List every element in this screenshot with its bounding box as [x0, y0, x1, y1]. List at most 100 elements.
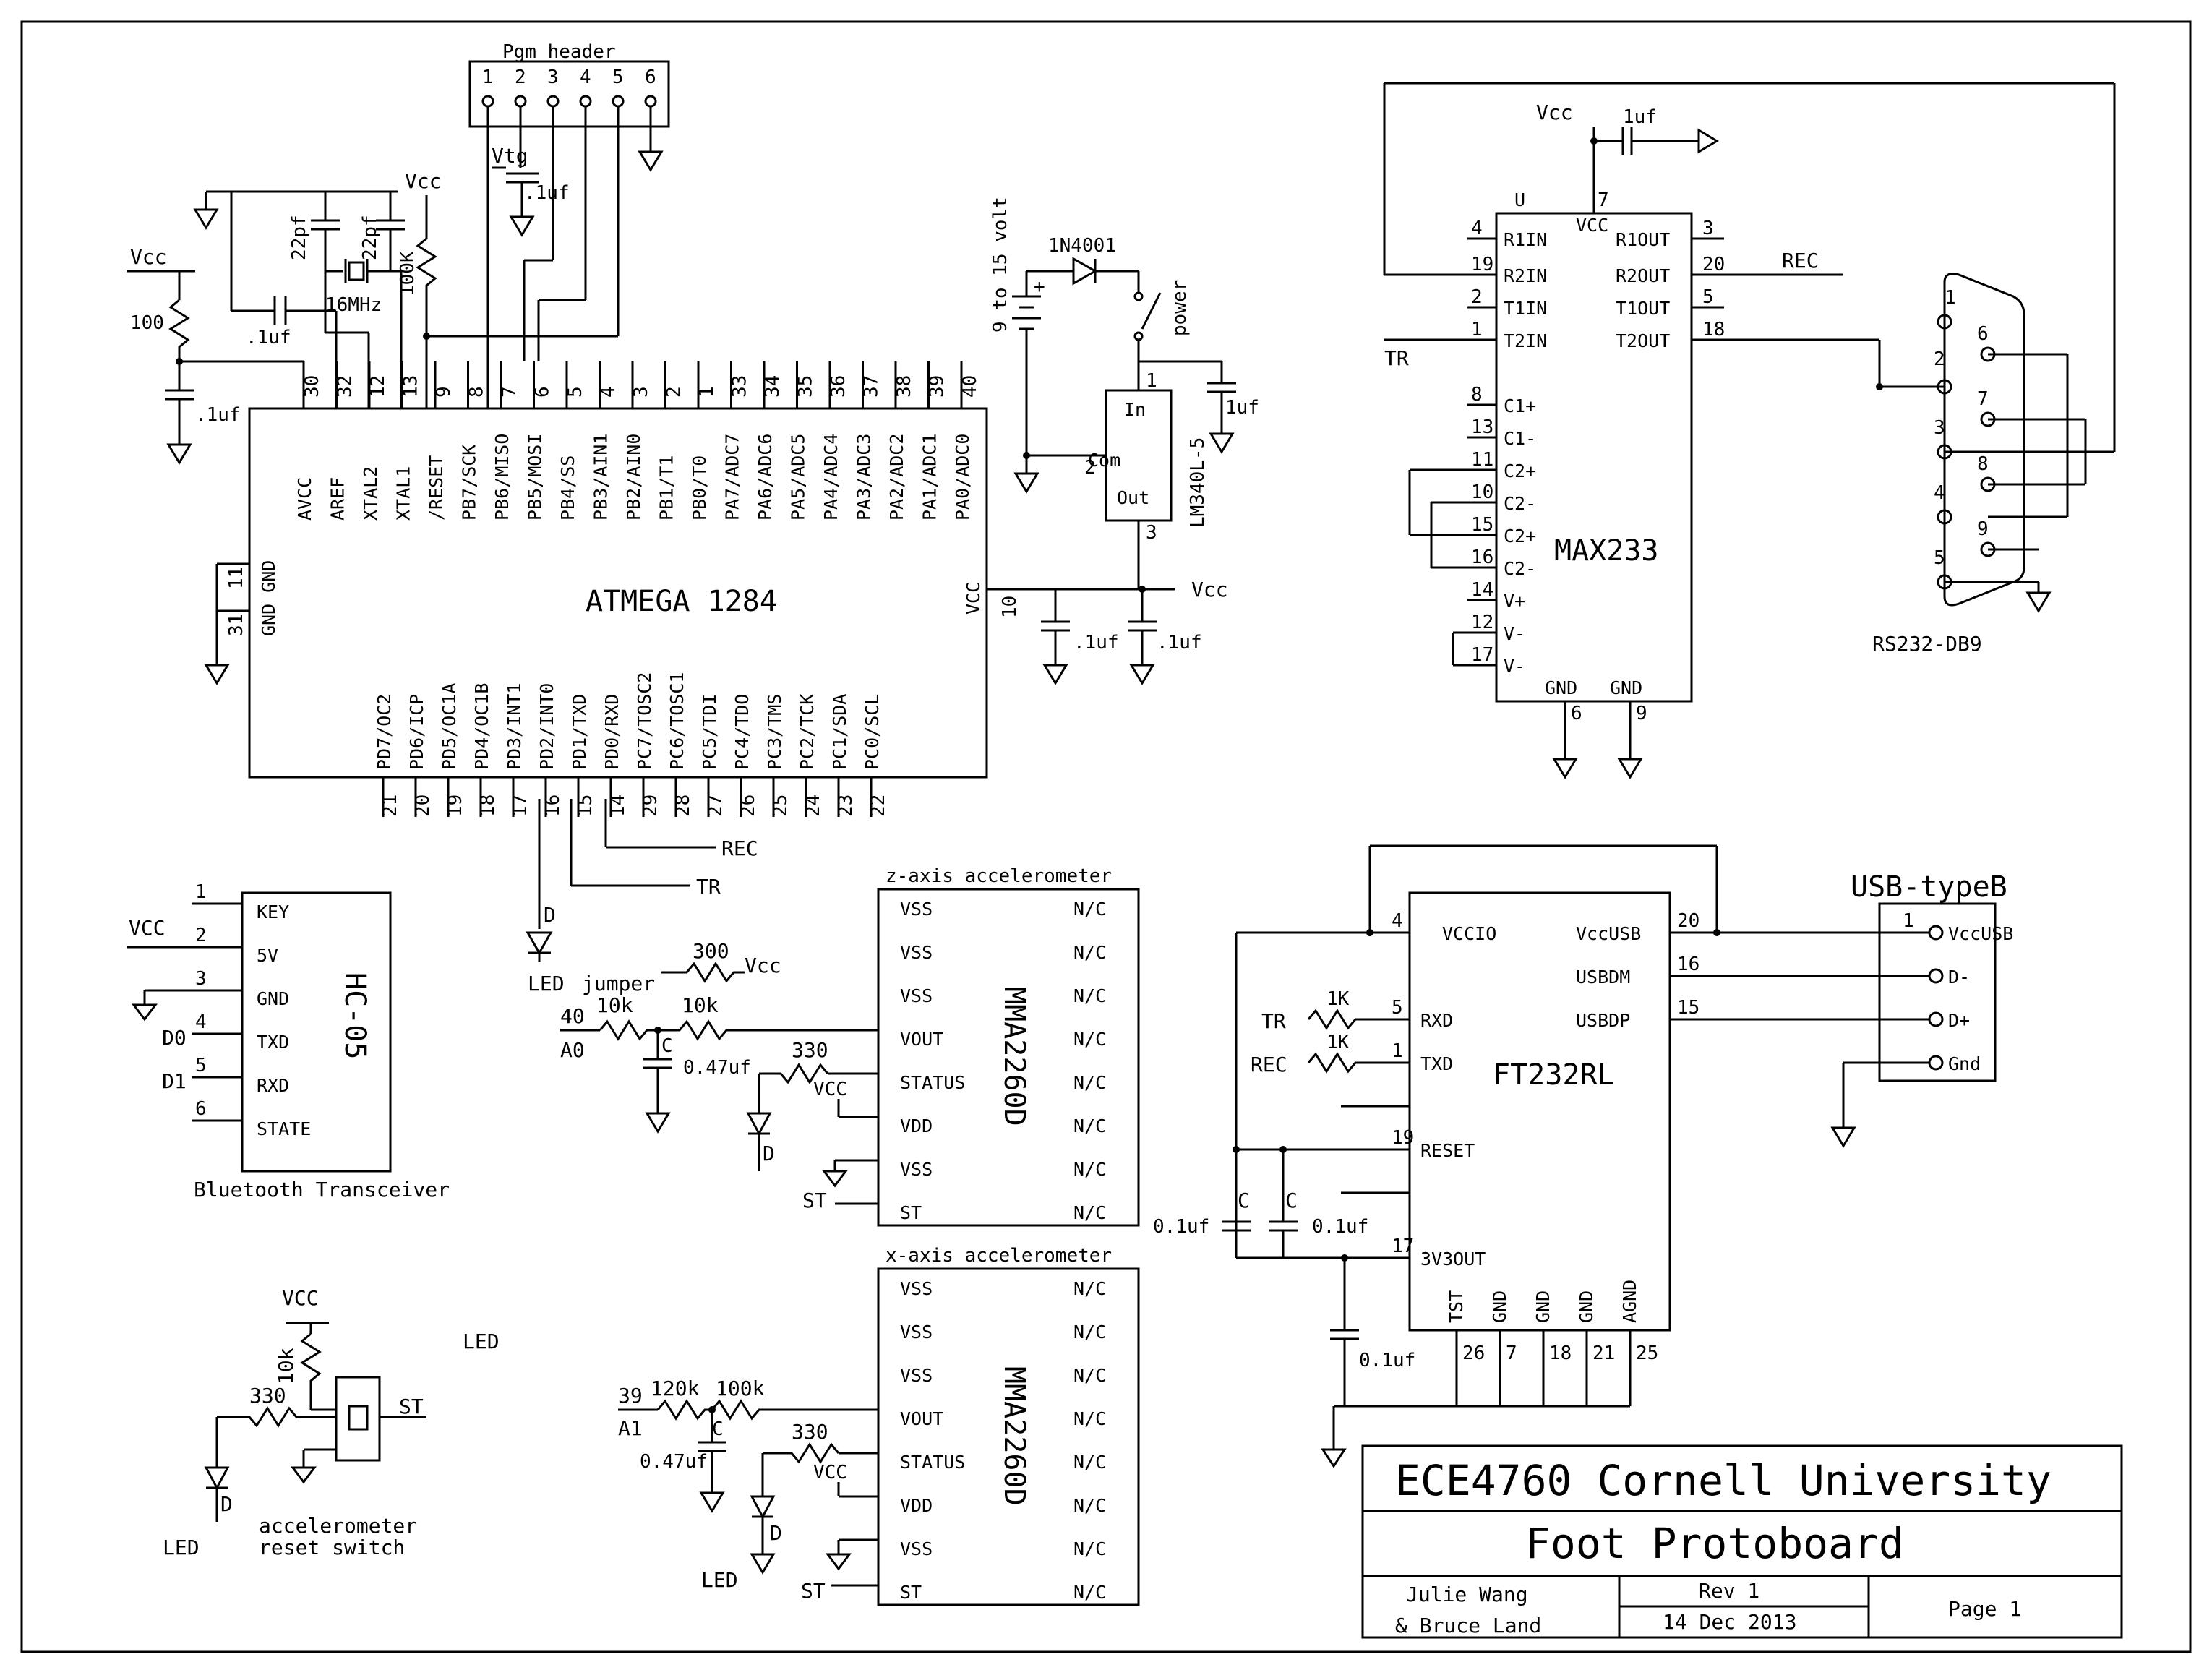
reset-r330: 330 — [249, 1384, 286, 1408]
z-acc-part: MMA2260D — [998, 987, 1031, 1126]
atmega-top-pin-num: 40 — [959, 375, 981, 398]
atmega-bottom-pin-label: PD6/ICP — [406, 694, 427, 770]
atmega-bottom-pin-num: 20 — [412, 795, 434, 817]
atmega-bottom-pin-label: PC1/SDA — [829, 694, 850, 770]
ft232-bottom-pin-num: 18 — [1549, 1343, 1572, 1364]
led-icon — [750, 1495, 776, 1520]
ft232-left-pin-label: RXD — [1420, 1010, 1453, 1031]
reset-caption-2: reset switch — [259, 1536, 405, 1559]
max233-name: MAX233 — [1554, 534, 1659, 568]
ft232-right-pin-label: VccUSB — [1576, 923, 1641, 944]
atmega-top-pin-label: AREF — [327, 477, 348, 521]
ft232-left-pin-num: 4 — [1392, 910, 1403, 932]
max233-left-pin-num: 1 — [1471, 319, 1483, 341]
x-acc-right-label: N/C — [1073, 1452, 1106, 1473]
atmega-top-pin-num: 8 — [466, 386, 488, 398]
db9-pin-icon — [1937, 379, 1952, 395]
vcc-net-label: VCC — [813, 1079, 847, 1100]
ground-icon — [1321, 1448, 1347, 1468]
cap-label: .1uf — [246, 327, 291, 348]
max233-left-pin-label: T2IN — [1504, 330, 1547, 351]
db9-pin-icon — [1937, 509, 1952, 525]
atmega-bottom-pin-num: 29 — [640, 795, 661, 817]
resistor-value: 100K — [397, 251, 419, 296]
z-acc-left-label: VDD — [900, 1116, 933, 1136]
atmega-top-pin-num: 5 — [565, 386, 586, 398]
ft232-bottom-pin-num: 26 — [1462, 1343, 1485, 1364]
pgm-pin-num: 1 — [482, 67, 494, 88]
db9-pin-num: 5 — [1934, 547, 1945, 569]
r1k-label: 1K — [1326, 1032, 1350, 1053]
atmega-top-pin-label: XTAL2 — [360, 466, 381, 521]
atmega-bottom-pin-label: PC2/TCK — [797, 694, 818, 770]
atmega-top-pin-label: PA5/ADC5 — [788, 434, 809, 521]
atmega-body — [248, 407, 988, 779]
usb-pin-icon — [1928, 925, 1944, 941]
usb-pin-num: 1 — [1903, 910, 1914, 932]
r300-label: 300 — [693, 939, 729, 963]
ft232-right-pin-num: 16 — [1677, 954, 1699, 975]
pgm-pin-icon — [579, 95, 592, 108]
cap01-label: 0.1uf — [1153, 1216, 1209, 1238]
atmega-bottom-pin-label: PD2/INT0 — [536, 683, 557, 770]
reset-st: ST — [399, 1395, 424, 1418]
atmega-bottom-pin-num: 26 — [737, 795, 759, 817]
sheet-border — [20, 20, 2192, 1653]
atmega-bottom-pin-num: 15 — [575, 795, 596, 817]
c-label: C — [661, 1035, 673, 1057]
power-input-label: 9 to 15 volt — [990, 197, 1011, 333]
hc05-pin-num: 4 — [195, 1011, 207, 1033]
rec-net-label: REC — [1251, 1053, 1287, 1076]
atmega-bottom-pin-num: 19 — [445, 795, 466, 817]
x-acc-right-label: N/C — [1073, 1495, 1106, 1516]
atmega-bottom-pin-num: 16 — [542, 795, 564, 817]
z-acc-left-label: VOUT — [900, 1029, 943, 1050]
hc05-pin-num: 3 — [195, 968, 207, 990]
ground-icon — [699, 1491, 725, 1513]
ft232-bottom-pin-label: TST — [1446, 1290, 1467, 1323]
atmega-bottom-pin-label: PC4/TDO — [732, 694, 753, 770]
max233-left-pin-label: C2- — [1504, 558, 1536, 579]
max233-right-pin-num: 18 — [1702, 319, 1725, 341]
resistor-icon — [416, 237, 437, 304]
usb-title: USB-typeB — [1851, 870, 2007, 904]
ground-icon — [193, 208, 219, 230]
ground-icon — [2025, 591, 2052, 613]
max233-left-pin-label: C2+ — [1504, 526, 1536, 547]
max233-left-pin-num: 10 — [1471, 481, 1493, 503]
atmega-top-pin-num: 34 — [762, 375, 784, 398]
hc05-pin-num: 2 — [195, 925, 207, 946]
atmega-top-pin-num: 7 — [499, 386, 520, 398]
atmega-top-pin-num: 37 — [861, 375, 883, 398]
atmega-gnd-pin-1: 11 — [226, 567, 247, 589]
pgm-pin-num: 4 — [580, 67, 591, 88]
ft232-bottom-pin-num: 21 — [1592, 1343, 1615, 1364]
led-d-label: D — [544, 903, 556, 927]
atmega-bottom-pin-label: PD1/TXD — [569, 694, 590, 770]
atmega-top-pin-label: PA1/ADC1 — [919, 434, 940, 521]
r100k-label: 100k — [716, 1376, 765, 1400]
atmega-top-pin-num: 32 — [335, 375, 356, 398]
title-author-2: & Bruce Land — [1395, 1614, 1541, 1637]
resistor-icon — [763, 1442, 840, 1464]
hc05-pin-label: TXD — [257, 1032, 289, 1053]
led-icon — [526, 931, 553, 956]
hc05-vcc-net: VCC — [129, 916, 166, 940]
atmega-top-pin-label: PB4/SS — [557, 455, 578, 521]
ft232-bottom-pin-label: AGND — [1619, 1280, 1640, 1323]
max233-right-pin-label: T1OUT — [1616, 298, 1670, 319]
r10k-label: 10k — [682, 993, 719, 1017]
z-acc-left-label: ST — [900, 1202, 922, 1223]
max233-left-pin-num: 16 — [1471, 547, 1493, 568]
x-acc-left-label: VSS — [900, 1538, 933, 1559]
atmega-top-pin-label: PB7/SCK — [459, 445, 480, 521]
atmega-bottom-pin-label: PD0/RXD — [601, 694, 622, 770]
rec-net-label: REC — [1782, 249, 1819, 273]
cap-22pf: 22pf — [359, 215, 381, 260]
resistor-icon — [685, 962, 745, 983]
diode-label: 1N4001 — [1048, 235, 1116, 257]
ft232-left-pin-num: 1 — [1392, 1040, 1403, 1062]
